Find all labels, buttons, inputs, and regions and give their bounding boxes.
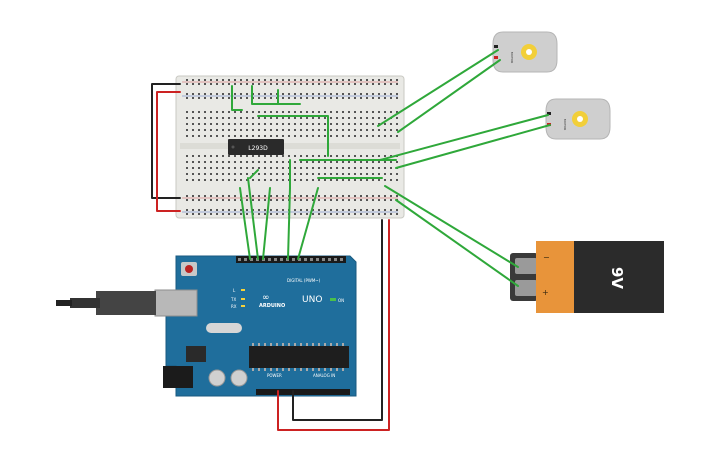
jumper-1[interactable] xyxy=(231,85,243,111)
wire-motor-1-a[interactable] xyxy=(377,49,499,127)
reset-button-cap[interactable] xyxy=(185,265,193,273)
battery-9v[interactable]: − + 9V xyxy=(510,241,664,313)
led-rx-label: RX xyxy=(231,304,237,309)
usb-port[interactable] xyxy=(154,289,198,317)
arduino-model: UNO xyxy=(302,295,322,305)
wire-pin-13[interactable] xyxy=(239,187,251,260)
power-header-label: POWER xyxy=(267,373,282,378)
arduino-brand: ARDUINO xyxy=(259,303,285,309)
mcu-pins xyxy=(252,343,344,371)
wire-motor-1-b[interactable] xyxy=(397,59,501,133)
atmega-chip xyxy=(249,346,349,368)
jumper-4[interactable] xyxy=(257,115,329,157)
led-tx-label: TX xyxy=(230,297,236,302)
wire-gnd-rail-left[interactable] xyxy=(151,83,181,199)
wire-arduino-gnd[interactable] xyxy=(292,219,383,421)
wire-pin-12[interactable] xyxy=(247,177,259,260)
battery-positive-symbol: + xyxy=(542,288,549,297)
usb-cable[interactable] xyxy=(56,291,156,315)
chip-label: L293D xyxy=(248,145,268,152)
dc-power-jack[interactable] xyxy=(163,366,193,388)
battery-label: 9V xyxy=(608,267,626,289)
analog-header[interactable] xyxy=(306,389,350,395)
led-l-label: L xyxy=(233,288,236,293)
wire-pin-7[interactable] xyxy=(287,187,291,260)
power-header[interactable] xyxy=(256,389,306,395)
arduino-uno-board[interactable]: DIGITAL (PWM~) POWER ANALOG IN ∞ ARDUINO… xyxy=(154,255,357,397)
digital-header-label: DIGITAL (PWM~) xyxy=(287,278,321,283)
dc-motor-2[interactable]: MOTOR xyxy=(545,98,611,140)
wire-battery-pos[interactable] xyxy=(395,199,519,287)
digital-header[interactable] xyxy=(236,256,346,263)
arduino-logo-icon: ∞ xyxy=(262,293,270,303)
wires xyxy=(151,49,551,431)
wire-battery-neg[interactable] xyxy=(384,185,519,268)
wire-pin-5[interactable] xyxy=(297,187,319,260)
wire-arduino-5v[interactable] xyxy=(277,219,390,431)
motor-2-label: MOTOR xyxy=(563,119,567,130)
analog-header-label: ANALOG IN xyxy=(313,373,335,378)
l293d-chip[interactable]: L293D xyxy=(228,139,284,155)
jumper-6[interactable] xyxy=(249,169,259,179)
wire-motor-2-b[interactable] xyxy=(395,124,551,169)
dc-motor-1[interactable]: MOTOR xyxy=(492,31,558,73)
wire-pin-11[interactable] xyxy=(262,187,271,260)
wire-motor-2-a[interactable] xyxy=(379,114,549,161)
breadboard[interactable] xyxy=(175,75,405,219)
motor-1-label: MOTOR xyxy=(510,52,514,63)
battery-negative-symbol: − xyxy=(543,253,550,262)
breadboard-holes xyxy=(186,79,398,215)
jumper-2[interactable] xyxy=(251,85,301,105)
wire-vcc-rail-left[interactable] xyxy=(156,91,181,212)
led-on-label: ON xyxy=(338,298,344,303)
